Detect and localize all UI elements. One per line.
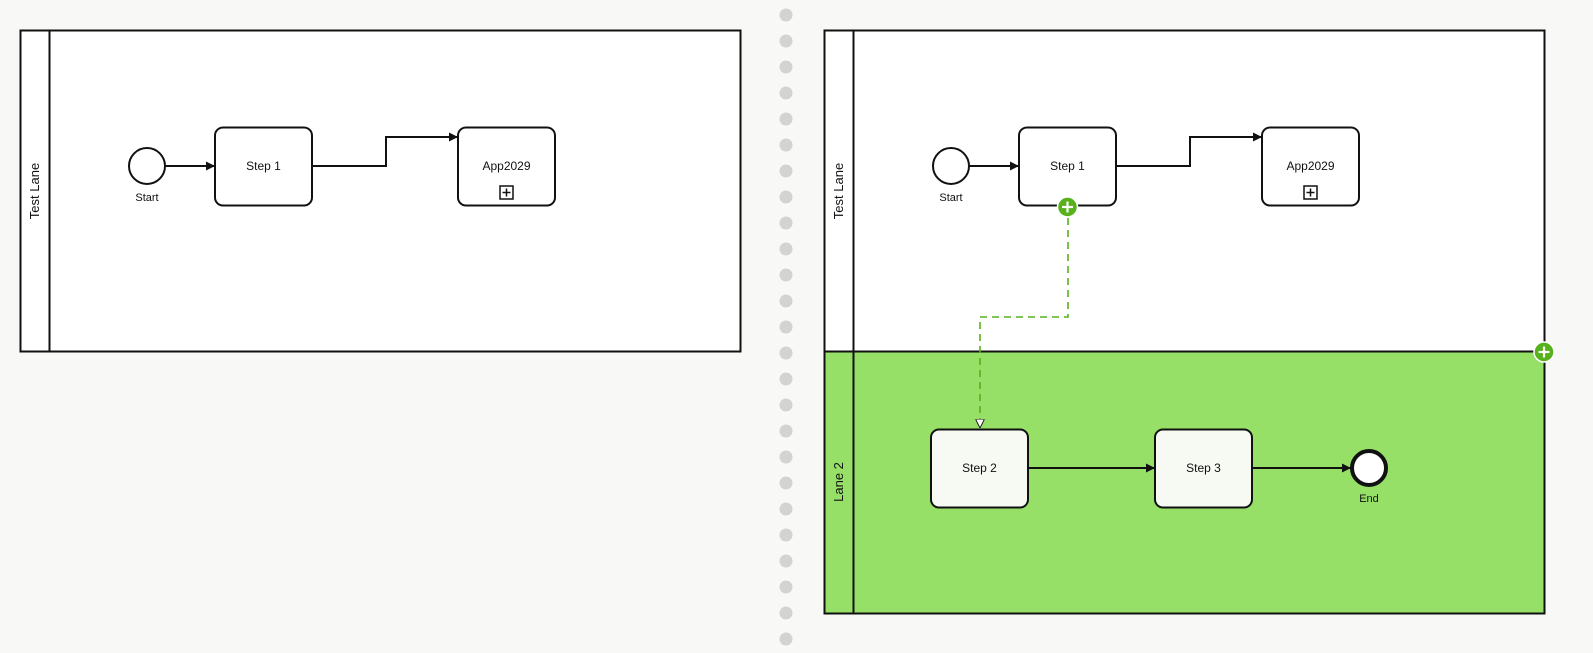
separator-dot [779, 268, 793, 282]
separator-dot [779, 112, 793, 126]
plus-square-icon [499, 185, 514, 200]
separator-dot [779, 476, 793, 490]
right-flow-step1-app[interactable] [1116, 132, 1262, 167]
left-task-step-1[interactable]: Step 1 [214, 126, 313, 207]
right-task-step-3[interactable]: Step 3 [1154, 428, 1253, 509]
right-task-step-2[interactable]: Step 2 [930, 428, 1029, 509]
right-end-event[interactable]: End [1350, 449, 1388, 505]
right-lane-1-label: Test Lane [831, 163, 846, 219]
separator-dot [779, 554, 793, 568]
separator-dot [779, 60, 793, 74]
left-diagram: Test Lane Start Step 1 App2029 [19, 29, 742, 353]
left-lane-label: Test Lane [27, 163, 42, 219]
separator-dot [779, 216, 793, 230]
plus-circle-icon[interactable] [1056, 196, 1079, 218]
plus-square-icon [1303, 185, 1318, 200]
pending-connection-step1-step2[interactable] [980, 218, 1069, 428]
separator-dot [779, 424, 793, 438]
right-start-label: Start [939, 192, 962, 204]
right-start-event[interactable]: Start [932, 147, 970, 204]
right-task-step-1-label: Step 1 [1050, 159, 1085, 173]
separator-dot [779, 164, 793, 178]
separator-dot [779, 632, 793, 646]
right-diagram: Test Lane Lane 2 Start Step 1 App2029 [823, 29, 1555, 615]
left-flow-step1-app[interactable] [312, 132, 458, 167]
separator-dot [779, 606, 793, 620]
separator-dot [779, 346, 793, 360]
right-pool[interactable]: Test Lane Lane 2 [823, 29, 1546, 615]
separator-dot [779, 8, 793, 22]
separator-dot [779, 86, 793, 100]
separator-dot [779, 34, 793, 48]
right-task-step-1[interactable]: Step 1 [1018, 126, 1117, 207]
left-start-label: Start [135, 192, 158, 204]
left-start-event[interactable]: Start [128, 147, 166, 204]
separator-dots [779, 8, 793, 646]
left-subprocess-app2029[interactable]: App2029 [457, 126, 556, 207]
separator-dot [779, 190, 793, 204]
separator-dot [779, 450, 793, 464]
left-task-step-1-label: Step 1 [246, 159, 281, 173]
separator-dot [779, 242, 793, 256]
separator-dot [779, 398, 793, 412]
separator-dot [779, 138, 793, 152]
right-task-step-2-label: Step 2 [962, 461, 997, 475]
separator-dot [779, 372, 793, 386]
right-task-step-3-label: Step 3 [1186, 461, 1221, 475]
separator-dot [779, 528, 793, 542]
separator-dot [779, 320, 793, 334]
right-subprocess-label: App2029 [1286, 159, 1334, 173]
right-subprocess-app2029[interactable]: App2029 [1261, 126, 1360, 207]
right-end-label: End [1359, 493, 1379, 505]
left-pool-test-lane[interactable]: Test Lane [19, 29, 742, 353]
separator-dot [779, 294, 793, 308]
separator-dot [779, 580, 793, 594]
plus-circle-icon[interactable] [1533, 341, 1555, 363]
separator-dot [779, 502, 793, 516]
right-lane-2-label: Lane 2 [831, 462, 846, 502]
left-subprocess-label: App2029 [482, 159, 530, 173]
